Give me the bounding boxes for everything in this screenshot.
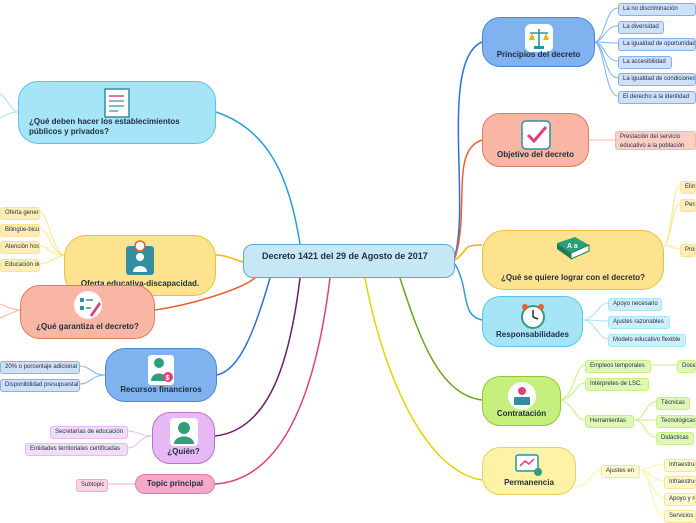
herramienta-item[interactable]: Técnicas (656, 397, 690, 410)
central-topic[interactable]: Decreto 1421 del 29 de Agosto de 2017 (243, 244, 455, 278)
contratacion-node[interactable]: Contratación (482, 376, 561, 426)
objetivo-title: Objetivo del decreto (497, 150, 574, 159)
responsabilidad-item[interactable]: Ajustes razonables (608, 316, 670, 329)
central-topic-label: Decreto 1421 del 29 de Agosto de 2017 (262, 251, 428, 261)
responsabilidades-title: Responsabilidades (496, 330, 569, 339)
interpretes-lsc[interactable]: Intérpretes de LSC. (585, 378, 649, 391)
oferta-item[interactable]: Oferta general (0, 207, 40, 220)
recursos-node[interactable]: $ Recursos financieros (105, 348, 217, 402)
recurso-item[interactable]: Disponibilidad presupuestal (0, 379, 80, 392)
lograr-node[interactable]: A a ¿Qué se quiere lograr con el decreto… (482, 230, 664, 290)
herramienta-item[interactable]: Tecnológicas (656, 415, 696, 428)
ajustes-en[interactable]: Ajustes en (601, 465, 640, 478)
checkbox-icon (520, 120, 551, 150)
subtopic[interactable]: Subtopic (76, 479, 108, 492)
lograr-item[interactable]: Promover (680, 244, 696, 257)
principios-node[interactable]: Principios del decreto (482, 17, 595, 67)
person-target-icon (126, 240, 154, 275)
money-person-icon: $ (148, 355, 174, 385)
principio-item[interactable]: La igualdad de oportunidades (618, 38, 696, 51)
oferta-item[interactable]: Educación de adultos (0, 259, 40, 272)
responsabilidad-item[interactable]: Modelo educativo flexible (608, 334, 686, 347)
objetivo-text[interactable]: Prestación del servicio educativo a la p… (615, 131, 696, 150)
quien-item[interactable]: Secretarías de educación (50, 426, 128, 439)
responsabilidades-node[interactable]: Responsabilidades (482, 296, 583, 347)
quien-node[interactable]: ¿Quién? (152, 412, 215, 464)
recursos-title: Recursos financieros (120, 385, 202, 394)
principio-item[interactable]: El derecho a la identidad (618, 91, 696, 104)
establecimientos-title: ¿Qué deben hacer los establecimientos pú… (29, 117, 180, 136)
docentes[interactable]: Docentes (677, 360, 696, 373)
establecimientos-node[interactable]: ¿Qué deben hacer los establecimientos pú… (18, 81, 216, 144)
recurso-item[interactable]: 20% o porcentaje adicional (0, 361, 80, 374)
ajuste-item[interactable]: Infraestructura (664, 476, 696, 489)
oferta-item[interactable]: Bilingüe-bicultural (0, 224, 40, 237)
alarm-clock-icon (520, 304, 545, 329)
ajuste-item[interactable]: Apoyo y recursos (664, 493, 696, 506)
garantiza-node[interactable]: ¿Qué garantiza el decreto? (20, 285, 155, 339)
ajuste-item[interactable]: Infraestructura (664, 459, 696, 472)
garantiza-title: ¿Qué garantiza el decreto? (36, 322, 139, 331)
quien-item[interactable]: Entidades territoriales certificadas (25, 443, 128, 456)
principio-item[interactable]: La accesibilidad (618, 56, 672, 69)
herramienta-item[interactable]: Didácticas (656, 432, 694, 445)
lograr-item[interactable]: Permitir (680, 199, 696, 212)
laptop-person-icon (507, 382, 536, 410)
screen-icon (515, 454, 542, 476)
principio-item[interactable]: La diversidad (618, 21, 664, 34)
oferta-title: Oferta educativa-discapacidad. (80, 279, 200, 288)
permanencia-title: Permanencia (504, 478, 554, 487)
lograr-item[interactable]: Eliminar (680, 181, 696, 194)
principio-item[interactable]: La igualdad de condiciones (618, 73, 696, 86)
svg-text:A a: A a (567, 243, 578, 250)
svg-text:$: $ (166, 375, 170, 382)
checklist-pencil-icon (73, 291, 102, 319)
document-icon (104, 88, 130, 118)
topic-principal-title: Topic principal (146, 479, 204, 488)
principio-item[interactable]: La no discriminación (618, 3, 696, 16)
objetivo-node[interactable]: Objetivo del decreto (482, 113, 589, 167)
book-icon: A a (557, 237, 590, 260)
oferta-item[interactable]: Atención hospitalaria (0, 241, 40, 254)
topic-principal-node[interactable]: Topic principal (135, 474, 215, 494)
ajuste-item[interactable]: Servicios (664, 510, 696, 523)
empleos-temporales[interactable]: Empleos temporales (585, 360, 651, 373)
contratacion-title: Contratación (496, 409, 547, 418)
principios-title: Principios del decreto (496, 50, 581, 59)
scales-icon (524, 24, 553, 52)
responsabilidad-item[interactable]: Apoyo necesario (608, 298, 662, 311)
quien-title: ¿Quién? (167, 447, 200, 456)
user-icon (169, 418, 198, 446)
permanencia-node[interactable]: Permanencia (482, 447, 576, 495)
herramientas[interactable]: Herramientas (585, 415, 634, 428)
lograr-title: ¿Qué se quiere lograr con el decreto? (500, 273, 646, 282)
